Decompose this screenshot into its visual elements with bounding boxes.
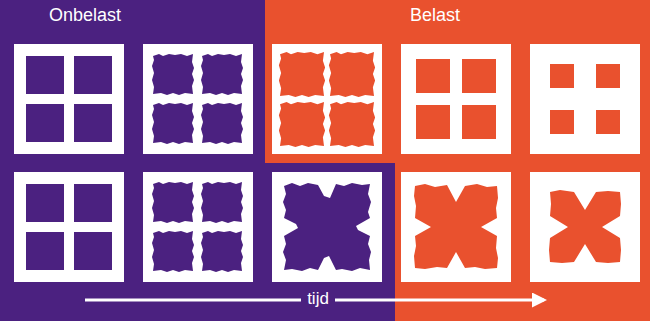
axis-label: tijd	[301, 289, 335, 309]
unloaded-band	[0, 0, 266, 164]
unloaded-band	[0, 163, 396, 321]
loaded-band	[395, 163, 650, 321]
region-heading: Onbelast	[49, 5, 121, 26]
loaded-band	[265, 0, 650, 164]
region-heading: Belast	[410, 5, 460, 26]
grain-panels	[14, 44, 640, 282]
